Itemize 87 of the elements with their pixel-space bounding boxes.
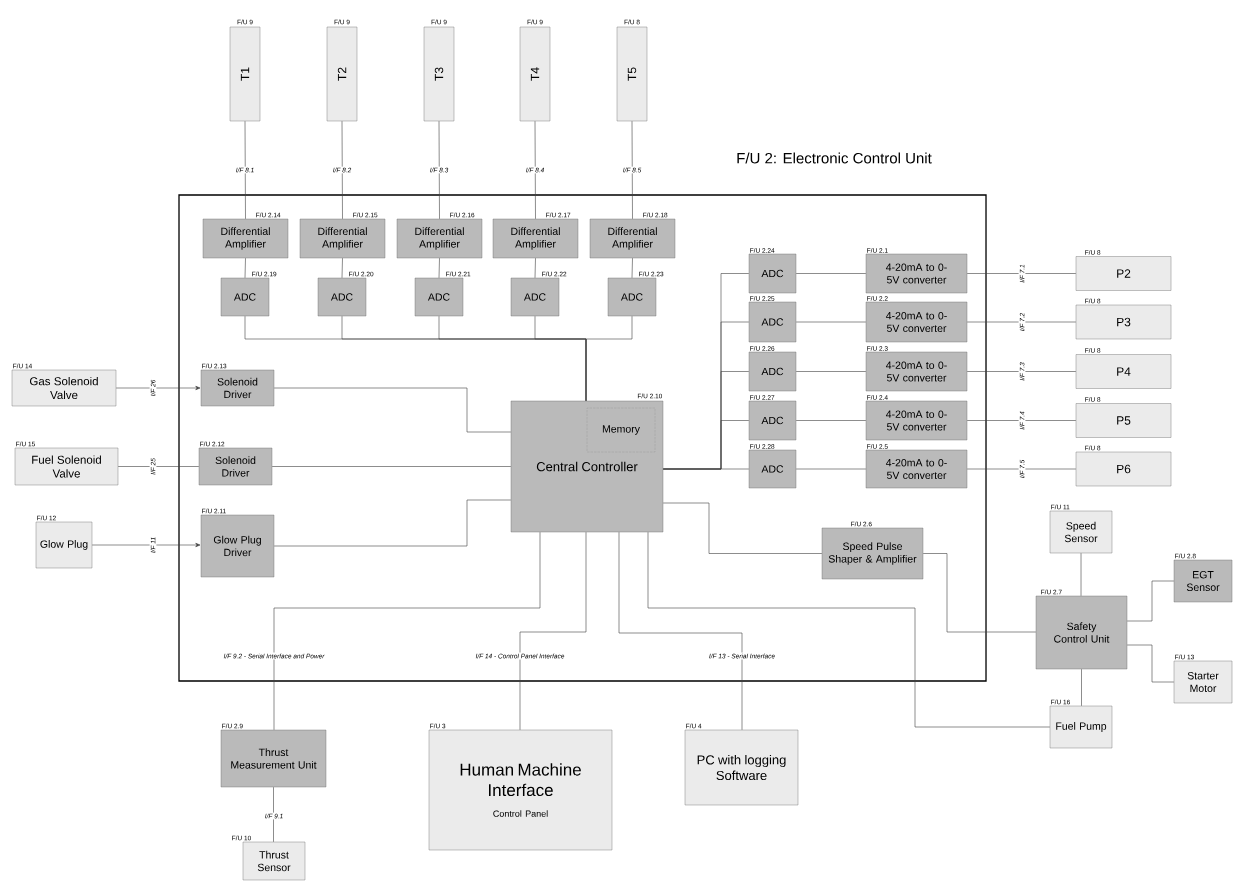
- process-box: Thrust Measurement Unit: [220, 729, 327, 788]
- connector-line: [795, 468, 867, 470]
- process-box: Thrust Sensor: [242, 841, 306, 881]
- connector-line: [1126, 644, 1175, 683]
- connector-line: [117, 466, 200, 467]
- process-box: Differential Amplifier: [492, 218, 579, 259]
- sensor-box: T4: [519, 26, 551, 122]
- connector-line: [519, 531, 587, 731]
- connector-line: [966, 371, 1077, 372]
- process-box: 4-20mA to 0-5V converter: [865, 301, 968, 343]
- connector-line: [618, 531, 743, 731]
- connector-line: [273, 499, 512, 547]
- process-box: Differential Amplifier: [396, 218, 483, 259]
- process-box: P5: [1075, 403, 1172, 438]
- process-box: 4-20mA to 0-5V converter: [865, 351, 968, 392]
- process-box: Solenoid Driver: [200, 369, 275, 407]
- sensor-box: T1: [229, 26, 261, 122]
- connector-line: [438, 257, 440, 279]
- process-box: Glow Plug Driver: [200, 514, 275, 578]
- connector-line: [438, 120, 440, 220]
- process-box: Glow Plug: [35, 521, 93, 569]
- connector-line: [91, 542, 201, 548]
- connector-line: [795, 420, 867, 421]
- connector-line: [1126, 580, 1175, 622]
- connector-line: [341, 257, 343, 279]
- process-box: EGT Sensor: [1173, 559, 1233, 603]
- process-box: ADC: [317, 277, 367, 317]
- connector-line: [1081, 668, 1082, 707]
- process-box: Starter Motor: [1173, 660, 1233, 704]
- sensor-box: T3: [423, 26, 455, 122]
- process-box: Gas Solenoid Valve: [11, 369, 117, 407]
- connector-line: [647, 531, 1051, 728]
- sensor-box: T5: [616, 26, 648, 122]
- connector-line: [922, 553, 1037, 633]
- connector-line: [115, 385, 201, 391]
- process-box: P3: [1075, 304, 1172, 340]
- process-box: PC with logging Software: [684, 729, 799, 806]
- connector-line: [244, 257, 246, 279]
- process-box: ADC: [748, 253, 797, 294]
- connector-line: [273, 387, 512, 433]
- title: F/U 2: Electronic Control Unit: [737, 152, 932, 164]
- process-box: 4-20mA to 0-5V converter: [865, 400, 968, 441]
- process-box: 4-20mA to 0-5V converter: [865, 253, 968, 294]
- connector-line: [341, 120, 343, 220]
- process-box: ADC: [748, 351, 797, 392]
- process-box: Speed Sensor: [1049, 510, 1113, 554]
- memory-box: Memory: [586, 407, 656, 453]
- process-box: P2: [1075, 256, 1172, 291]
- connector-line: [966, 321, 1077, 323]
- connector-line: [662, 502, 823, 554]
- connector-line: [273, 786, 274, 843]
- connector-line: [795, 321, 867, 323]
- process-box: Differential Amplifier: [299, 218, 386, 259]
- connector-line: [631, 120, 633, 220]
- connector-line: [966, 420, 1077, 421]
- process-box: Fuel Solenoid Valve: [14, 447, 119, 486]
- connector-line: [1080, 552, 1082, 597]
- connector-line: [795, 371, 867, 372]
- process-box: ADC: [748, 449, 797, 489]
- process-box: Human Machine Interface Control Panel: [428, 729, 613, 851]
- process-box: P4: [1075, 354, 1172, 389]
- connector-line: [585, 315, 633, 402]
- process-box: ADC: [414, 277, 464, 317]
- connector-line: [795, 273, 867, 274]
- process-box: ADC: [220, 277, 270, 317]
- connector-line: [534, 120, 536, 220]
- sensor-box: T2: [326, 26, 358, 122]
- connector-line: [244, 120, 246, 220]
- process-box: ADC: [748, 400, 797, 441]
- connector-line: [966, 468, 1077, 470]
- connector-line: [631, 257, 633, 279]
- process-box: Differential Amplifier: [589, 218, 676, 259]
- process-box: ADC: [510, 277, 560, 317]
- connector-line: [966, 273, 1077, 274]
- process-box: Fuel Pump: [1049, 705, 1113, 749]
- connector-line: [271, 466, 512, 467]
- process-box: 4-20mA to 0-5V converter: [865, 449, 968, 489]
- process-box: ADC: [748, 301, 797, 343]
- process-box: Speed Pulse Shaper & Amplifier: [821, 527, 924, 580]
- process-box: ADC: [607, 277, 657, 317]
- process-box: Safety Control Unit: [1035, 595, 1128, 670]
- connector-line: [273, 531, 541, 731]
- process-box: Differential Amplifier: [202, 218, 289, 259]
- connector-line: [662, 468, 750, 470]
- process-box: Solenoid Driver: [198, 447, 273, 486]
- connector-line: [534, 257, 536, 279]
- process-box: P6: [1075, 451, 1172, 487]
